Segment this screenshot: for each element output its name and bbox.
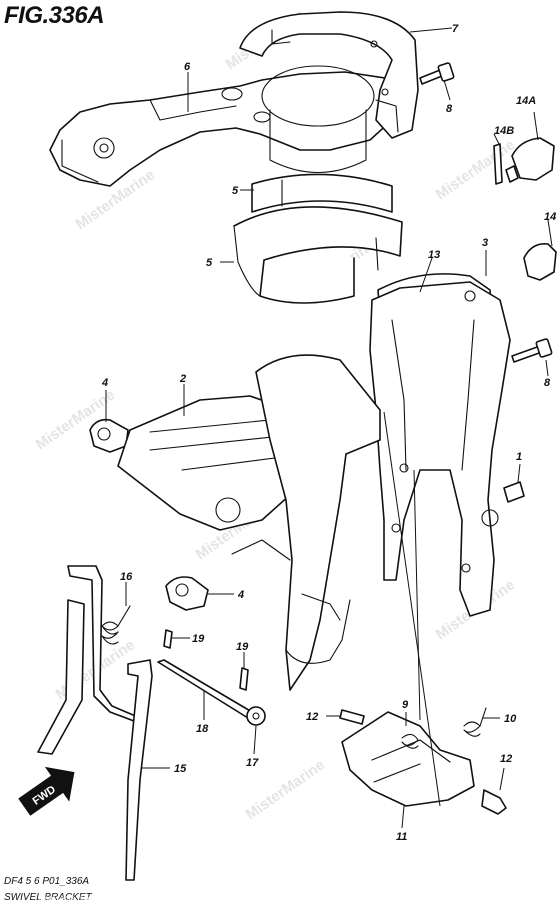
callout-14B: 14B [494,125,514,137]
part-grease-nipple [503,481,525,503]
figure-code: DF4 5 6 P01_336A [4,876,90,887]
part-bolt-upper [419,62,455,85]
callout-17: 17 [246,757,259,769]
part-pin-19-right [239,667,249,691]
figure-title: FIG.336A [4,2,105,29]
part-pin-19-left [163,629,173,649]
callout-3: 3 [482,237,488,249]
part-bolt-12-left [339,709,365,725]
part-bushing-4-upper [89,418,129,453]
part-tilt-stopper [341,711,475,807]
callout-4a: 4 [101,377,108,389]
part-bushing-4-lower [165,576,209,611]
callout-10: 10 [504,713,517,725]
callout-15: 15 [174,763,187,775]
callout-4b: 4 [237,589,244,601]
copyright-banner: Il presente disegno è stato reso disponi… [38,894,549,903]
part-swivel-bracket [369,281,511,617]
callout-6: 6 [184,61,191,73]
fwd-arrow: FWD [18,766,75,816]
callout-11: 11 [396,831,407,843]
figure-name: SWIVEL BRACKET [4,892,92,903]
callout-7: 7 [452,23,459,35]
callout-12a: 12 [306,711,318,723]
callout-19b: 19 [236,641,249,653]
part-tilt-rod [37,565,153,881]
part-pivot-shaft [157,659,253,719]
callout-16: 16 [120,571,133,583]
part-bolt-12-right [481,789,507,815]
callout-5b: 5 [206,257,213,269]
callout-2: 2 [179,373,186,385]
part-washer [246,706,266,726]
callout-5a: 5 [232,185,239,197]
callout-layer: 7 6 8 14A 14B 5 5 14 13 3 8 4 2 1 16 4 1… [101,23,556,843]
part-knob-14a [505,137,555,183]
callout-18: 18 [196,723,209,735]
part-clamp-tube [231,354,381,691]
callout-19a: 19 [192,633,205,645]
part-clamp-ring [239,11,419,139]
callout-12b: 12 [500,753,512,765]
part-spring-9 [401,733,419,749]
callout-14A: 14A [516,95,536,107]
part-bushing-lower [233,206,403,304]
callout-8a: 8 [446,103,453,115]
callout-1: 1 [516,451,522,463]
part-swivel-cap [49,65,401,187]
callout-9: 9 [402,699,409,711]
callout-8b: 8 [544,377,551,389]
part-spring-10 [463,707,487,737]
callout-14: 14 [544,211,556,223]
part-knob-14 [523,242,557,281]
part-bushing-upper [251,173,393,213]
part-bolt-right [511,338,553,363]
part-spring [101,605,131,645]
part-pin-14b [493,143,503,185]
callout-13: 13 [428,249,440,261]
